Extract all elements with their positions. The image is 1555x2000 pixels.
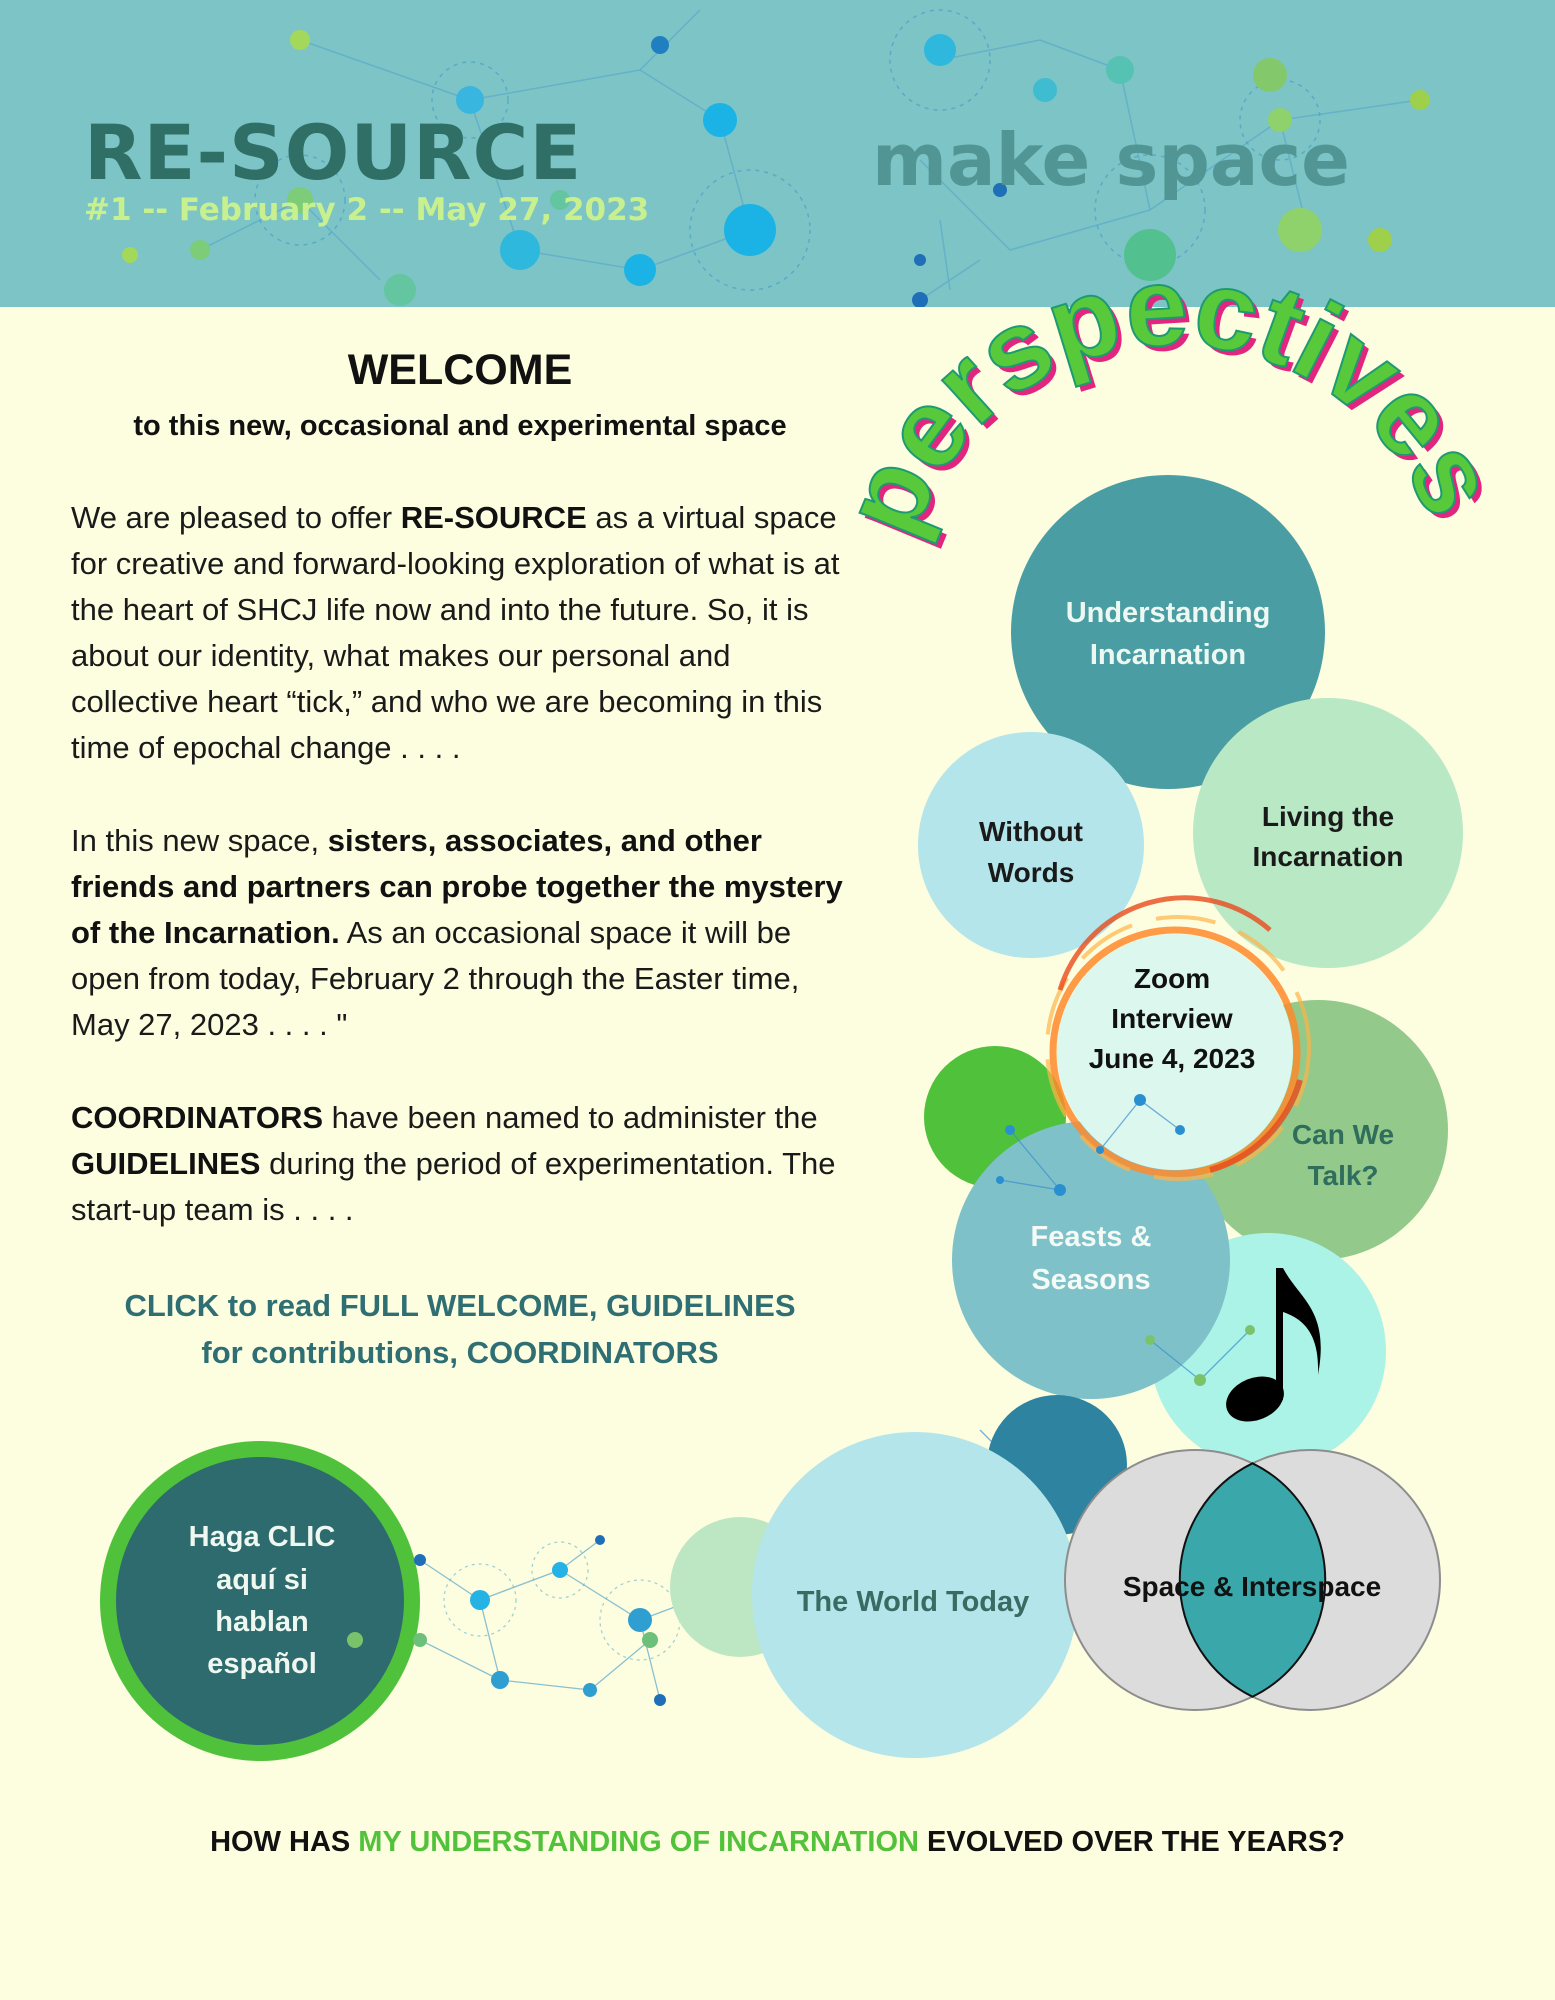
- header-banner: RE-SOURCE #1 -- February 2 -- May 27, 20…: [0, 0, 1555, 307]
- svg-text:Incarnation: Incarnation: [1090, 639, 1246, 671]
- full-welcome-link[interactable]: CLICK to read FULL WELCOME, GUIDELINES f…: [124, 1288, 796, 1370]
- reflection-question: HOW HAS MY UNDERSTANDING OF INCARNATION …: [210, 1826, 1345, 1858]
- network-decoration: [122, 9, 1430, 307]
- svg-text:Living the: Living the: [1262, 801, 1394, 832]
- svg-text:Interview: Interview: [1111, 1003, 1233, 1034]
- world-today-circle[interactable]: The World Today: [752, 1432, 1078, 1758]
- intro-paragraph: We are pleased to offer RE-SOURCE as a v…: [71, 500, 840, 765]
- svg-text:Talk?: Talk?: [1307, 1160, 1378, 1191]
- living-incarnation-circle[interactable]: Living the Incarnation: [1193, 698, 1463, 968]
- svg-text:aquí si: aquí si: [216, 1564, 308, 1596]
- svg-text:hablan: hablan: [215, 1606, 308, 1638]
- svg-text:Space & Interspace: Space & Interspace: [1123, 1571, 1381, 1602]
- svg-text:Without: Without: [979, 816, 1083, 847]
- coordinators-paragraph: COORDINATORS have been named to administ…: [71, 1100, 836, 1227]
- svg-text:Zoom: Zoom: [1134, 963, 1210, 994]
- welcome-title: WELCOME: [347, 346, 573, 394]
- svg-text:The World Today: The World Today: [797, 1586, 1030, 1618]
- understanding-incarnation-circle[interactable]: Understanding Incarnation: [1011, 475, 1325, 789]
- without-words-circle[interactable]: Without Words: [918, 732, 1144, 958]
- svg-text:Haga CLIC: Haga CLIC: [189, 1521, 336, 1553]
- svg-text:español: español: [207, 1648, 317, 1680]
- svg-text:Feasts &: Feasts &: [1031, 1221, 1152, 1253]
- svg-text:June 4, 2023: June 4, 2023: [1089, 1043, 1256, 1074]
- incarnation-paragraph: In this new space, sisters, associates, …: [71, 823, 843, 1042]
- tagline: make space: [872, 118, 1350, 202]
- music-note-icon: [1226, 1268, 1321, 1422]
- space-interspace-venn[interactable]: Space & Interspace: [1064, 1449, 1441, 1711]
- svg-text:Can We: Can We: [1292, 1119, 1394, 1150]
- welcome-subtitle: to this new, occasional and experimental…: [133, 410, 787, 442]
- svg-text:Understanding: Understanding: [1066, 597, 1271, 629]
- issue-dates: #1 -- February 2 -- May 27, 2023: [84, 192, 650, 228]
- brand-title: RE-SOURCE: [84, 108, 583, 197]
- svg-text:Words: Words: [988, 857, 1075, 888]
- svg-text:Seasons: Seasons: [1031, 1264, 1150, 1296]
- svg-text:Incarnation: Incarnation: [1253, 841, 1404, 872]
- spanish-link-circle[interactable]: Haga CLIC aquí si hablan español: [100, 1441, 420, 1761]
